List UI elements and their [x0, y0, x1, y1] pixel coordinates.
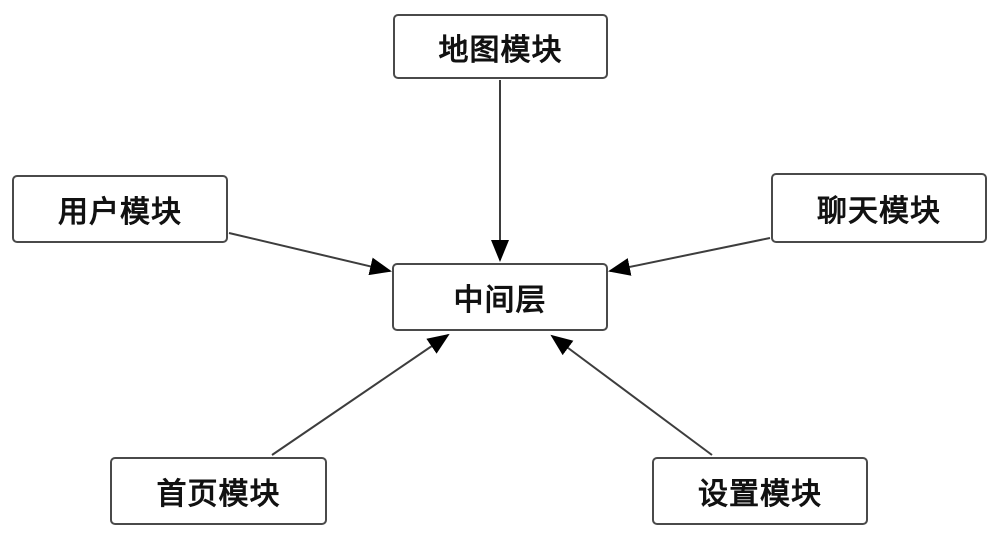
node-user-module: 用户模块: [12, 175, 228, 243]
arrow-home-to-middle: [271, 333, 450, 456]
node-middle-layer-label: 中间层: [453, 284, 547, 317]
arrow-chat-to-middle: [608, 237, 771, 276]
node-settings-module: 设置模块: [652, 457, 868, 525]
node-home-module: 首页模块: [110, 457, 327, 525]
node-map-module: 地图模块: [393, 14, 608, 79]
node-map-module-label: 地图模块: [438, 33, 563, 67]
arrow-settings-to-middle: [550, 334, 713, 456]
node-middle-layer: 中间层: [392, 263, 608, 331]
node-settings-module-label: 设置模块: [698, 478, 822, 511]
node-home-module-label: 首页模块: [156, 478, 281, 511]
node-user-module-label: 用户模块: [58, 196, 182, 229]
node-chat-module: 聊天模块: [771, 173, 987, 243]
node-chat-module-label: 聊天模块: [817, 195, 941, 228]
arrow-user-to-middle: [228, 232, 392, 276]
